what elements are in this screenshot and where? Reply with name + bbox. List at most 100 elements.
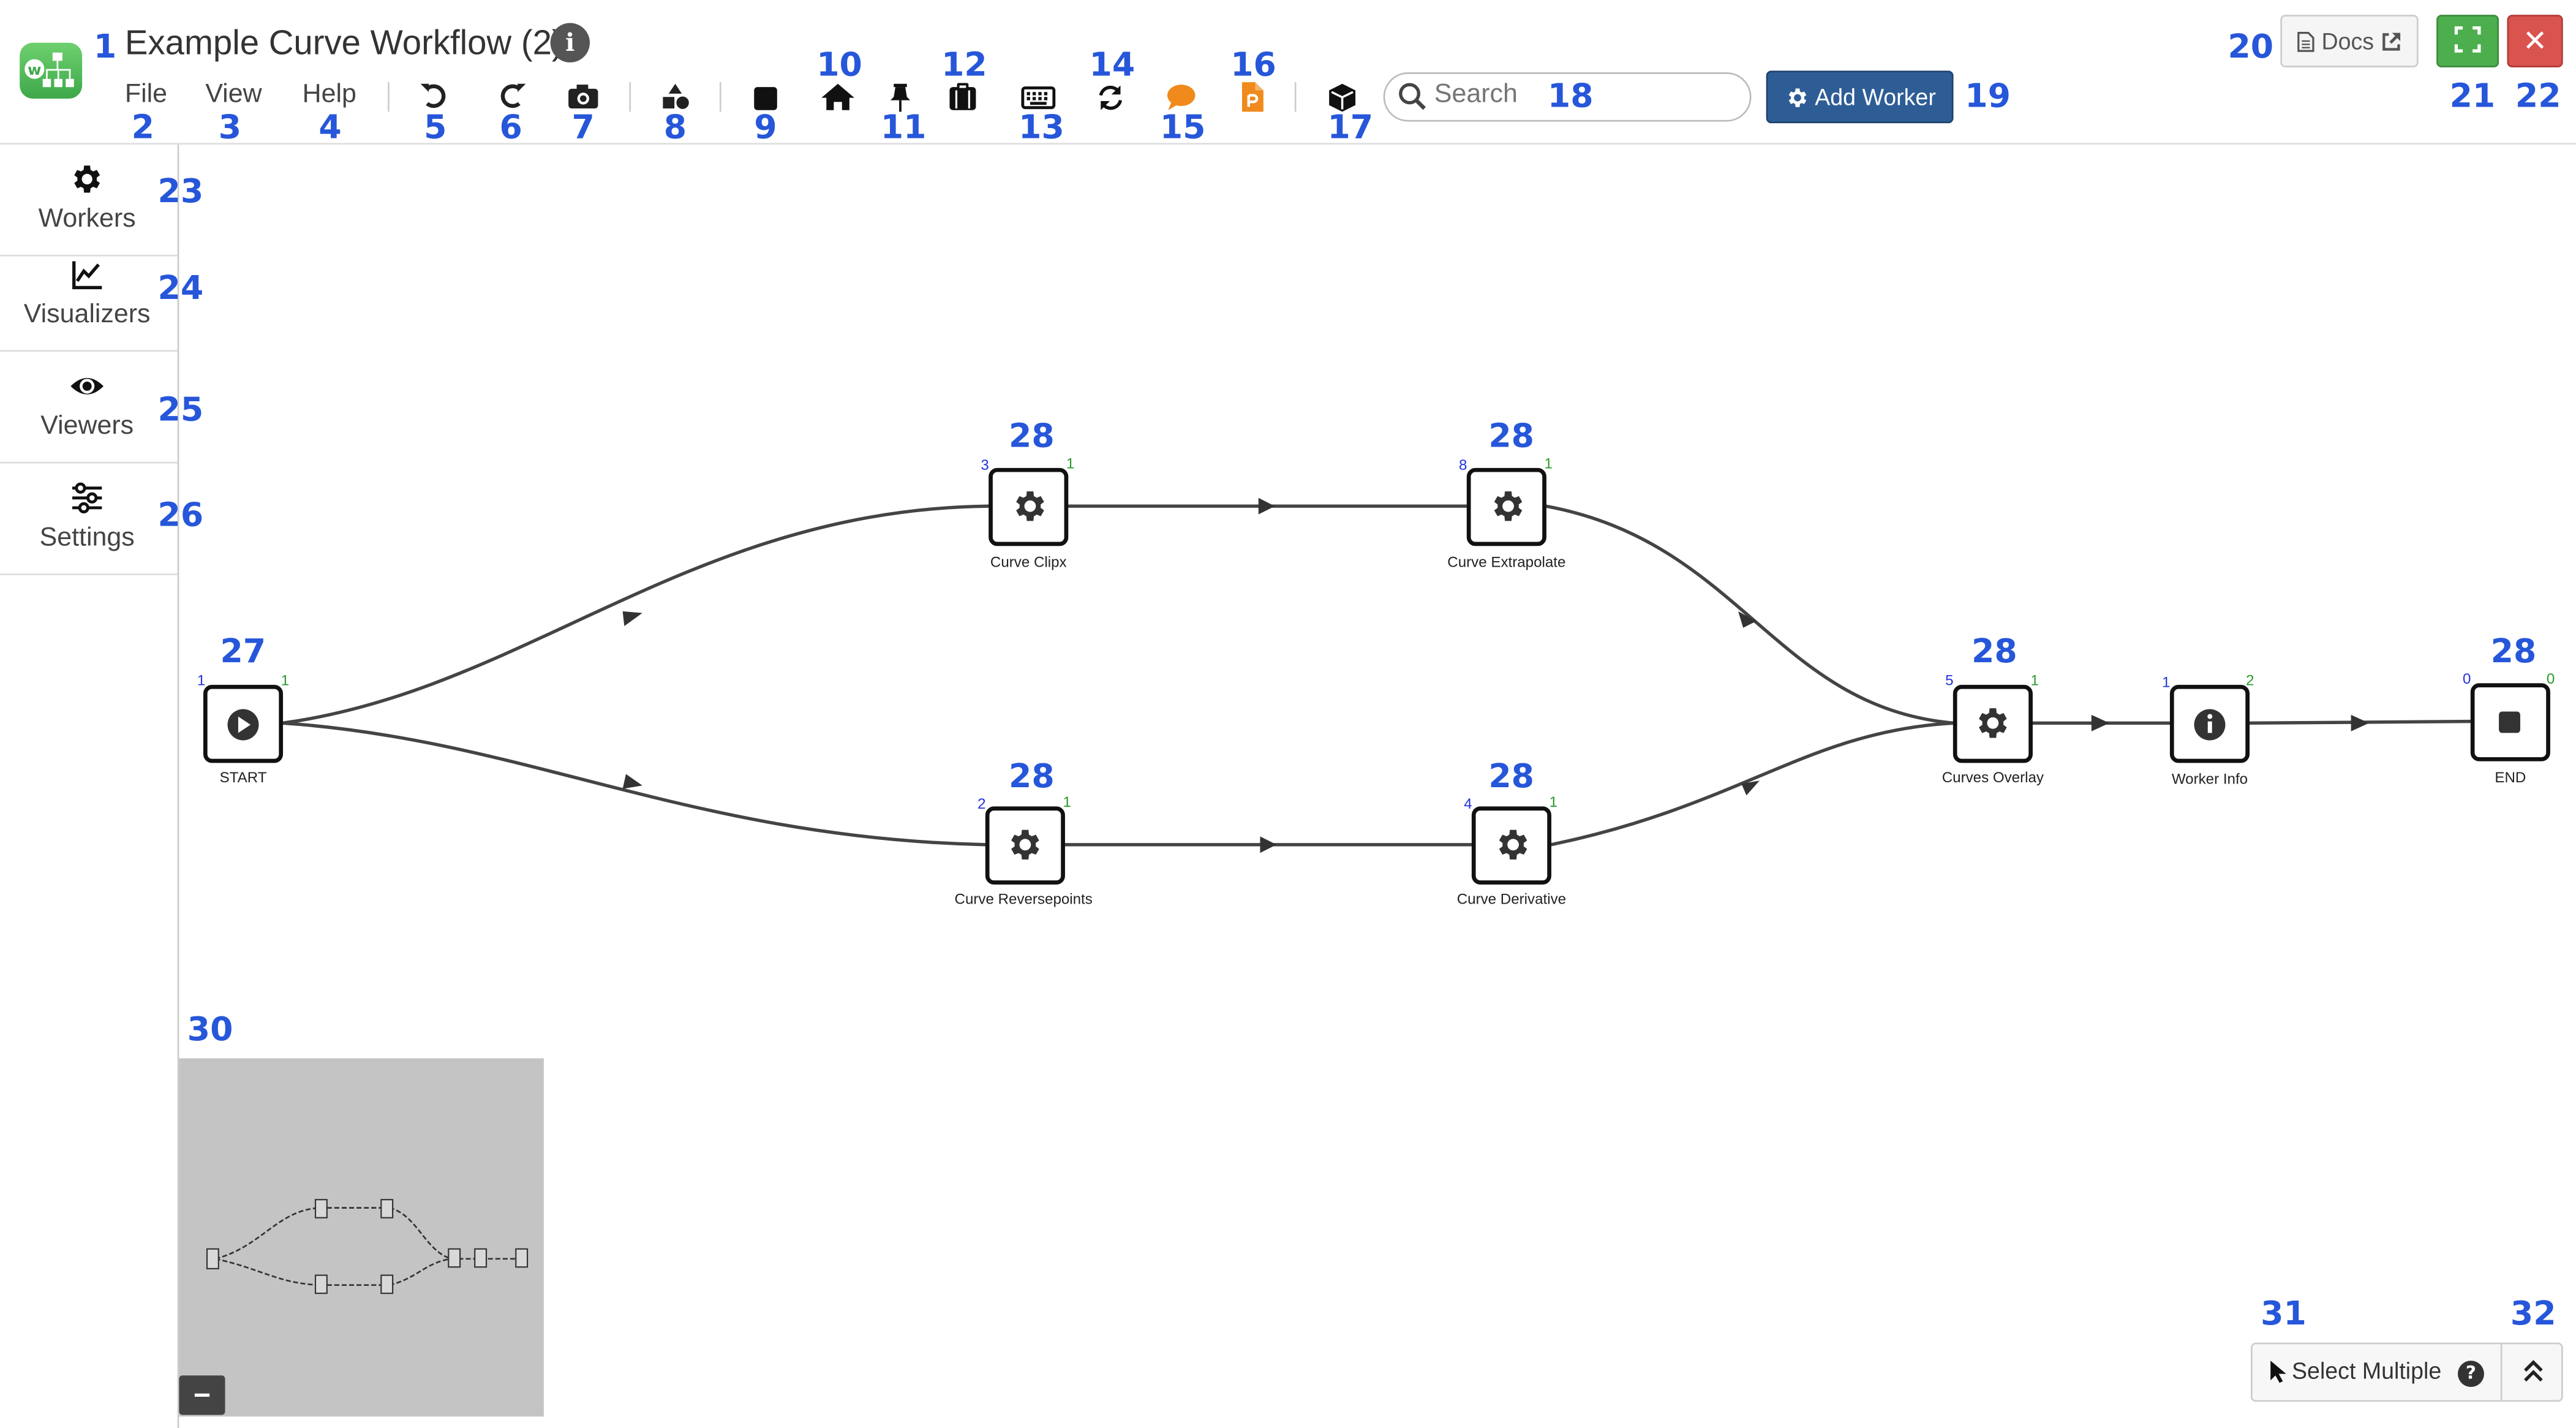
- minimap-preview: [206, 1199, 529, 1294]
- annotation-32: 32: [2510, 1293, 2556, 1333]
- select-multiple-button[interactable]: Select Multiple?: [2253, 1344, 2503, 1400]
- help-icon[interactable]: ?: [2458, 1361, 2484, 1388]
- stop-square-icon[interactable]: [748, 79, 784, 115]
- add-worker-label: Add Worker: [1815, 83, 1936, 110]
- annotation-31: 31: [2261, 1293, 2307, 1333]
- node-label: Curves Overlay: [1942, 769, 2044, 786]
- double-chevron-up-icon: [2523, 1359, 2542, 1381]
- document-outline-icon: [2297, 32, 2314, 52]
- refresh-icon[interactable]: [1093, 79, 1129, 115]
- sidebar-item-viewers[interactable]: Viewers: [0, 352, 178, 464]
- annotation-7: 7: [571, 107, 595, 146]
- annotation-16: 16: [1230, 44, 1276, 84]
- annotation-17: 17: [1327, 107, 1374, 146]
- select-multiple-group: Select Multiple?: [2251, 1342, 2563, 1402]
- select-multiple-label: Select Multiple: [2292, 1357, 2442, 1384]
- docs-button[interactable]: Docs: [2280, 15, 2419, 67]
- sidebar-item-workers[interactable]: Workers: [0, 145, 178, 257]
- node-curve-clipx[interactable]: Curve Clipx 3 1: [981, 456, 1074, 571]
- pin-icon[interactable]: [883, 79, 919, 115]
- sidebar-item-visualizers[interactable]: Visualizers: [0, 240, 178, 352]
- node-worker-info[interactable]: Worker Info 1 2: [2162, 673, 2254, 788]
- home-icon[interactable]: [820, 79, 856, 115]
- edge-arrow: [1258, 497, 1275, 515]
- edge-arrow: [1738, 611, 1757, 628]
- node-start[interactable]: START 1 1: [197, 673, 289, 786]
- sidebar: Workers Visualizers Viewers Settings: [0, 145, 179, 1428]
- edge-arrow: [1260, 836, 1277, 853]
- annotation-6: 6: [499, 107, 522, 146]
- comment-icon[interactable]: [1163, 79, 1199, 115]
- cube-icon[interactable]: [1324, 79, 1360, 115]
- expand-icon: [2454, 25, 2481, 52]
- camera-icon[interactable]: [565, 79, 601, 115]
- annotation-20: 20: [2228, 26, 2274, 66]
- stop-icon: [2499, 711, 2520, 733]
- annotation-25: 25: [157, 389, 204, 429]
- annotation-28: 28: [1009, 755, 1055, 796]
- shapes-icon[interactable]: [657, 79, 693, 115]
- close-button[interactable]: ✕: [2507, 15, 2563, 67]
- port-out-count: 1: [1063, 794, 1071, 810]
- port-out-count: 1: [1550, 794, 1557, 810]
- annotation-19: 19: [1965, 75, 2011, 115]
- keyboard-icon[interactable]: [1020, 79, 1056, 115]
- sliders-icon: [72, 482, 102, 514]
- external-link-icon: [2382, 32, 2400, 51]
- node-label: END: [2495, 769, 2526, 786]
- node-end[interactable]: END 0 0: [2463, 671, 2555, 786]
- toolbar-divider: [719, 82, 721, 112]
- annotation-26: 26: [157, 494, 204, 534]
- node-curves-overlay[interactable]: Curves Overlay 5 1: [1942, 673, 2044, 786]
- menu-file[interactable]: File: [124, 80, 168, 109]
- annotation-23: 23: [157, 170, 204, 211]
- annotation-22: 22: [2515, 75, 2561, 115]
- info-icon[interactable]: i: [550, 23, 590, 62]
- app-logo-icon: w: [20, 42, 83, 99]
- minimap-collapse-button[interactable]: −: [179, 1375, 225, 1415]
- edge-derivative-overlay: [1550, 721, 1954, 847]
- sidebar-item-settings[interactable]: Settings: [0, 463, 178, 575]
- search-box[interactable]: [1383, 72, 1752, 122]
- port-in-count: 5: [1945, 673, 1953, 689]
- minimap[interactable]: [179, 1058, 544, 1417]
- node-curve-extrapolate[interactable]: Curve Extrapolate 8 1: [1447, 456, 1565, 571]
- fullscreen-button[interactable]: [2436, 15, 2499, 67]
- menu-view[interactable]: View: [205, 80, 262, 109]
- node-label: Worker Info: [2172, 771, 2248, 788]
- document-icon[interactable]: [1234, 79, 1270, 115]
- port-in-count: 4: [1464, 796, 1472, 812]
- top-bar: w Example Curve Workflow (2) i File View…: [0, 0, 2576, 145]
- menu-help[interactable]: Help: [302, 80, 356, 109]
- node-label: START: [220, 769, 267, 786]
- undo-icon[interactable]: [417, 79, 453, 115]
- node-curve-reversepoints[interactable]: Curve Reversepoints 2 1: [955, 794, 1093, 907]
- docs-label: Docs: [2321, 28, 2375, 55]
- edge-arrow: [2351, 714, 2370, 731]
- node-curve-derivative[interactable]: Curve Derivative 4 1: [1457, 794, 1566, 907]
- edge-arrows: [622, 497, 2370, 853]
- collapse-panel-button[interactable]: [2504, 1344, 2561, 1400]
- annotation-28: 28: [2490, 631, 2537, 671]
- annotation-3: 3: [218, 107, 242, 146]
- edge-arrow: [1741, 780, 1760, 796]
- redo-icon[interactable]: [493, 79, 529, 115]
- toolbar-divider: [388, 82, 390, 112]
- annotation-28: 28: [1009, 415, 1055, 456]
- workflow-title[interactable]: Example Curve Workflow (2): [124, 25, 563, 62]
- port-in-count: 0: [2463, 671, 2471, 687]
- workflow-canvas[interactable]: START 1 1 Curve Clipx 3 1 Curve Extrapol…: [179, 145, 2576, 1048]
- port-in-count: 1: [197, 673, 205, 689]
- clipboard-icon[interactable]: [944, 79, 981, 115]
- svg-text:w: w: [28, 61, 41, 78]
- annotation-27: 27: [220, 631, 266, 671]
- port-in-count: 1: [2162, 674, 2170, 690]
- toolbar-divider: [1294, 82, 1297, 112]
- annotation-5: 5: [424, 107, 447, 146]
- port-in-count: 8: [1459, 457, 1467, 474]
- annotation-12: 12: [941, 44, 987, 84]
- gear-icon: [1788, 88, 1806, 107]
- annotation-2: 2: [131, 107, 154, 146]
- search-input[interactable]: [1431, 78, 1553, 112]
- add-worker-button[interactable]: Add Worker: [1766, 70, 1954, 124]
